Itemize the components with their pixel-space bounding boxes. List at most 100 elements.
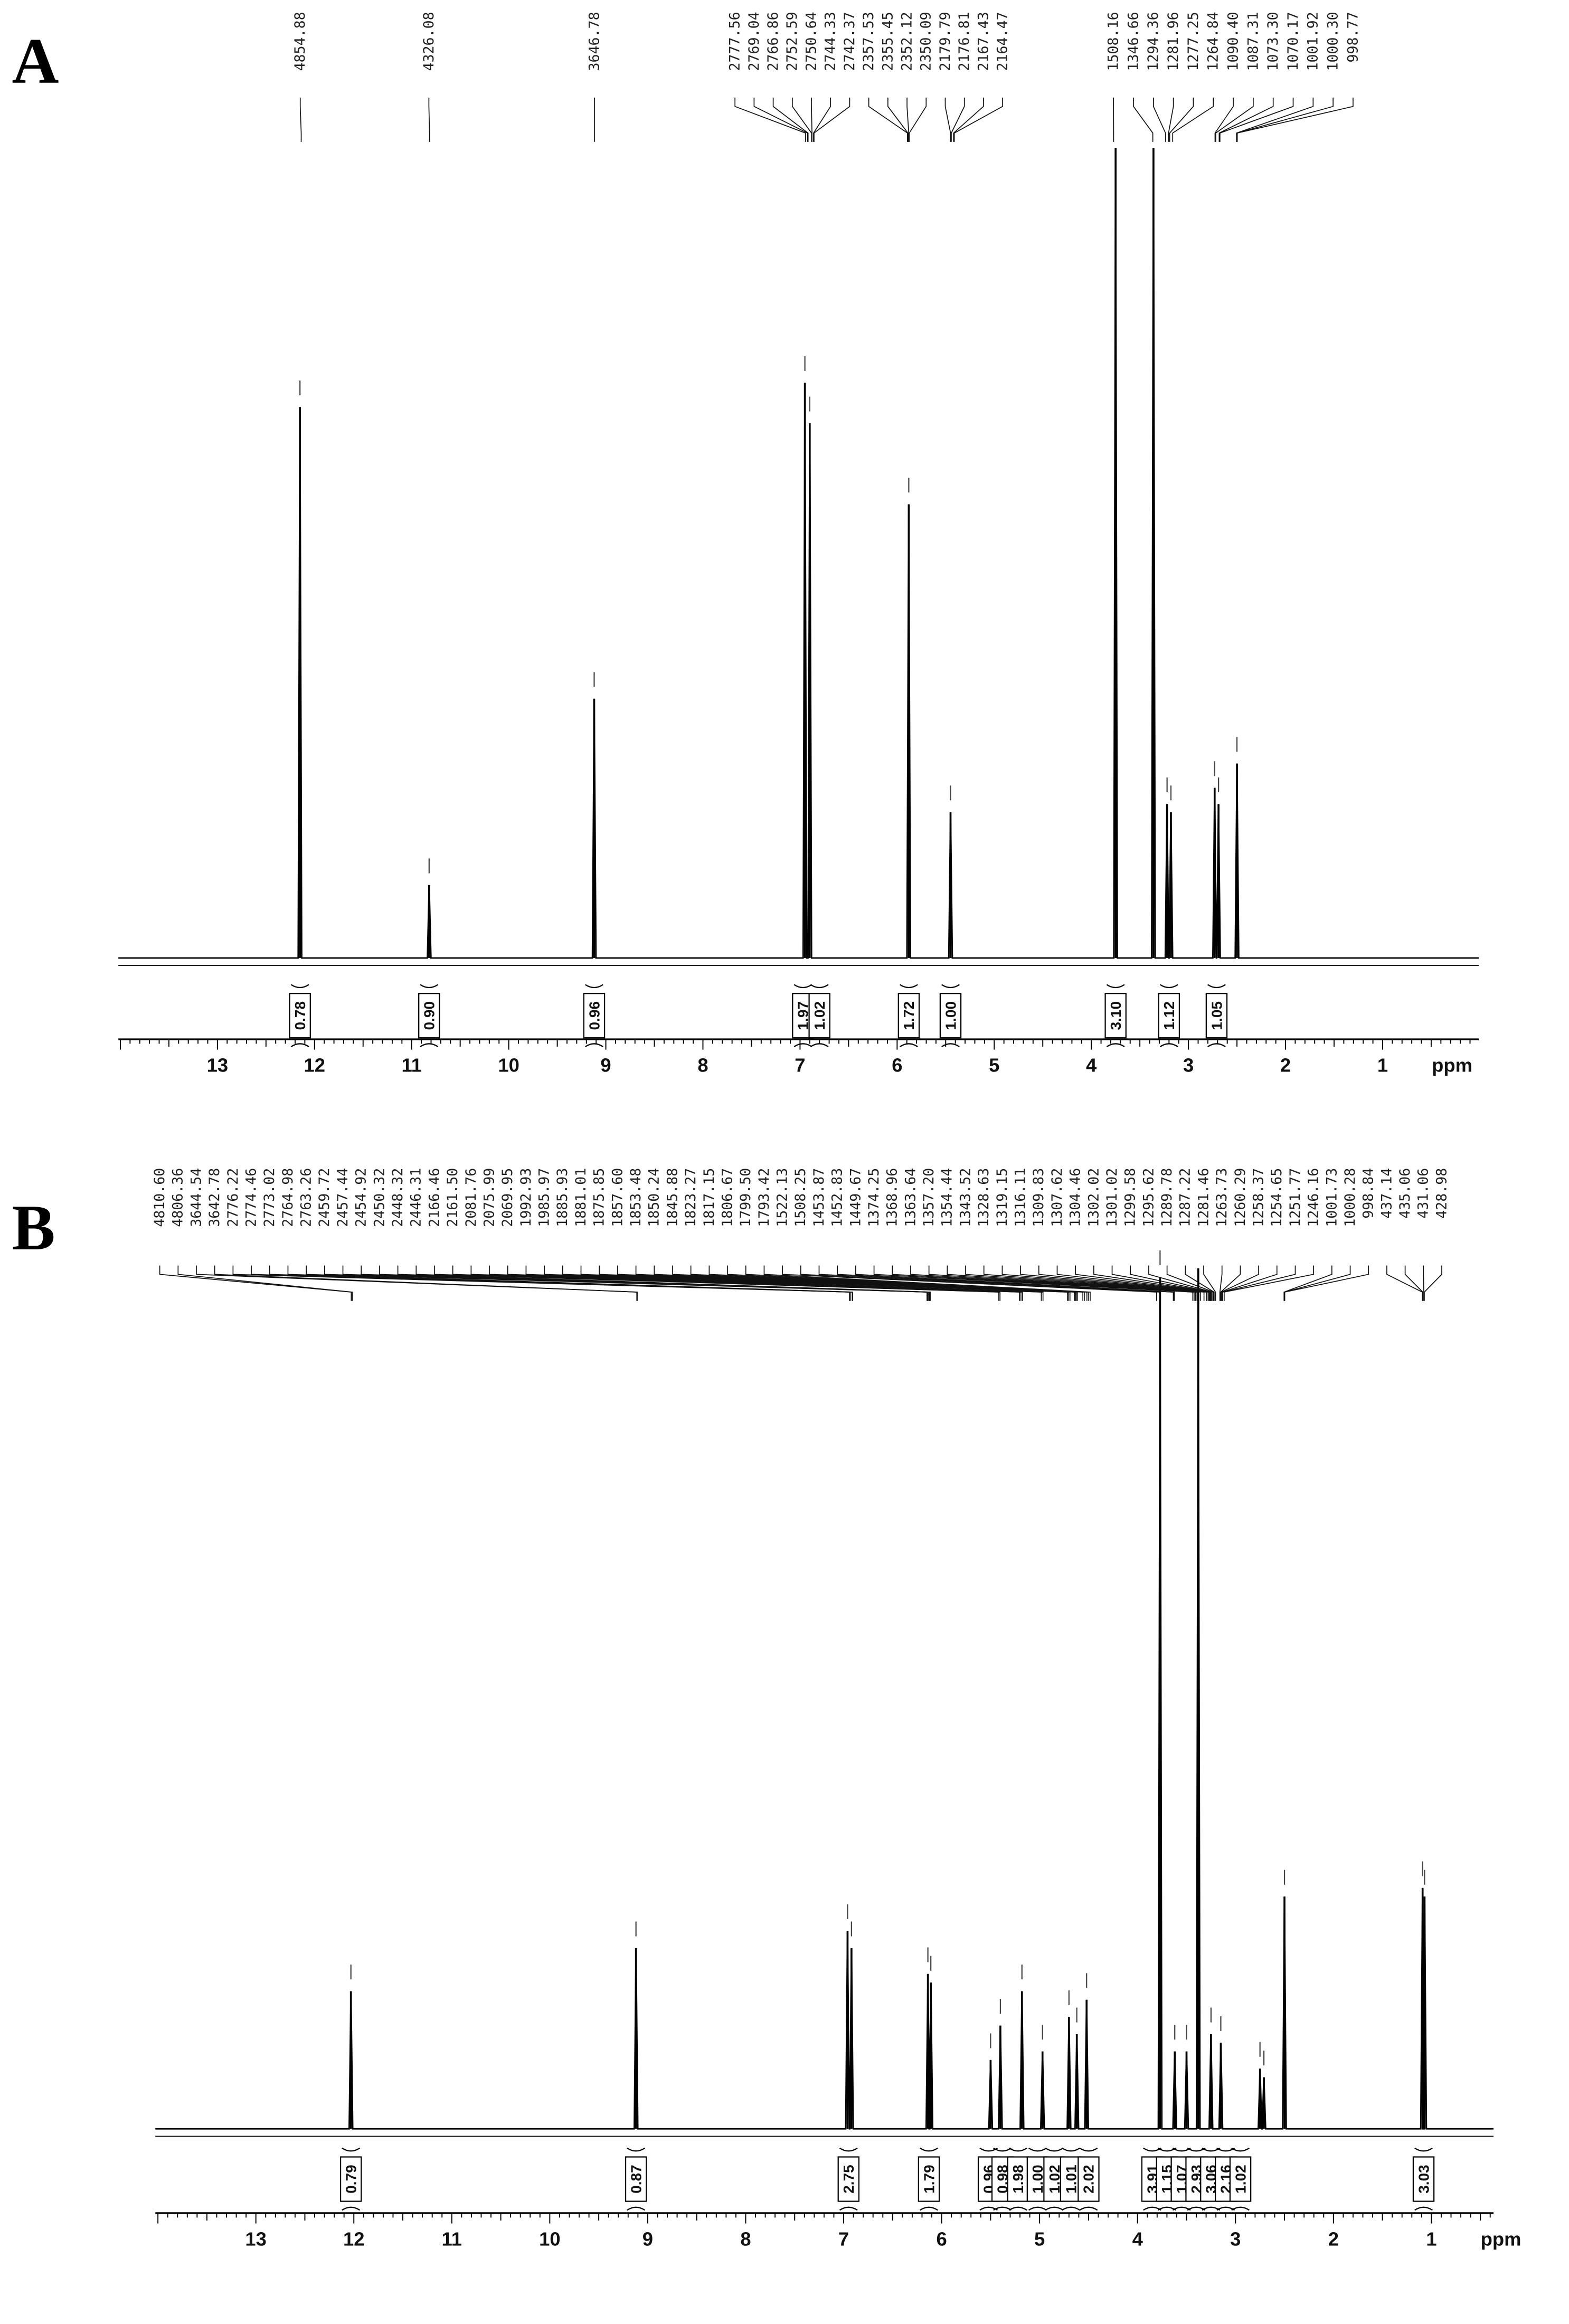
peak-label: 1853.48 [628,1168,644,1227]
integral-bracket [1231,2147,1250,2211]
integral-box [1007,2156,1029,2202]
integral-box [808,993,830,1039]
peak-label: 2164.47 [995,12,1011,71]
x-tick-label: 8 [697,1055,708,1076]
peak-label: 1090.40 [1225,12,1241,71]
x-tick-label: 5 [1034,2228,1045,2250]
peak-label: 435.06 [1397,1168,1413,1219]
x-axis-label: ppm [1481,2228,1521,2250]
peak-label-connector [1221,1265,1259,1301]
integral-value: 1.01 [1063,2165,1079,2194]
x-tick-label: 9 [600,1055,611,1076]
peak-label: 4326.08 [421,12,437,71]
integral-bracket [420,984,439,1047]
peak-label: 1368.96 [884,1168,901,1227]
peak-label-connector [772,97,809,142]
peak-label: 998.77 [1345,12,1361,62]
x-tick-label: 7 [795,1055,805,1076]
peak-label-connector [1168,97,1174,142]
peak-label-connector [1169,97,1194,142]
peak-label-connector [727,1265,1088,1301]
integral-bracket [585,984,603,1047]
peak-label: 1328.63 [976,1168,992,1227]
integral-value: 0.90 [421,1001,438,1030]
peak-label-connector [1219,97,1294,142]
peak-label: 1357.20 [921,1168,937,1227]
integral-box [918,2156,940,2202]
peak-label-connector [544,1265,1044,1301]
x-tick-label: 12 [343,2228,365,2250]
peak-label-connector [1148,1265,1213,1301]
peak-label-connector [1224,1265,1314,1301]
peak-label: 998.84 [1360,1168,1377,1219]
peak-label: 2179.79 [937,12,953,71]
peak-label: 2764.98 [280,1168,296,1227]
peak-label: 1302.02 [1085,1168,1102,1227]
peak-label-connector [1166,1265,1214,1301]
peak-label-connector [415,1265,931,1301]
peak-label-connector [1133,97,1154,142]
peak-label: 2454.92 [353,1168,370,1227]
integral-bracket [1207,984,1226,1047]
integral-value: 3.10 [1108,1001,1124,1030]
integral-box [897,993,920,1039]
peak-label: 431.06 [1415,1168,1432,1219]
peak-label: 1346.66 [1125,12,1141,71]
peak-label: 1001.73 [1324,1168,1340,1227]
x-tick-label: 13 [245,2228,267,2250]
peak-label: 1251.77 [1287,1168,1303,1227]
x-tick-label: 11 [401,1055,422,1076]
integral-bracket [1159,984,1178,1047]
peak-label-connector [672,1265,1078,1301]
peak-label: 2769.04 [746,12,762,71]
peak-label-connector [953,97,1003,142]
peak-label-connector [1220,1265,1241,1301]
peak-label: 1857.60 [609,1168,626,1227]
peak-label: 1246.16 [1306,1168,1322,1227]
peak-label-connector [1284,1265,1369,1301]
peak-label: 1263.73 [1214,1168,1230,1227]
integral-bracket [1008,2147,1027,2211]
peak-label: 1449.67 [847,1168,864,1227]
peak-label-connector [965,1265,1201,1301]
peak-label: 2167.43 [975,12,991,71]
peak-label-connector [837,1265,1174,1301]
peak-label: 2766.86 [765,12,781,71]
integral-box [289,993,311,1039]
peak-label: 4810.60 [152,1168,168,1227]
peak-label: 1343.52 [957,1168,973,1227]
integral-box [418,993,440,1039]
peak-label: 3646.78 [586,12,602,71]
peak-label: 1087.31 [1245,12,1261,71]
peak-label-connector [1404,1265,1423,1301]
peak-label-connector [1423,1265,1424,1301]
peak-label: 1845.88 [664,1168,680,1227]
peak-label: 437.14 [1378,1168,1395,1219]
peak-label: 1316.11 [1013,1168,1029,1227]
peak-label: 1307.62 [1049,1168,1065,1227]
integral-value: 1.02 [1232,2165,1249,2194]
peak-label: 2459.72 [316,1168,333,1227]
peak-label-connector [753,97,808,142]
peak-label: 2081.76 [463,1168,479,1227]
peak-label: 2774.46 [243,1168,259,1227]
peak-label-connector [1185,1265,1215,1301]
peak-label: 1073.30 [1265,12,1281,71]
peak-label: 1294.36 [1145,12,1161,71]
integral-value: 0.96 [586,1001,602,1030]
peak-label: 2750.64 [803,12,819,71]
peak-label: 428.98 [1433,1168,1450,1219]
peak-label-connector [299,97,302,142]
peak-label-connector [159,1265,352,1301]
peak-label: 2352.12 [899,12,915,71]
peak-label: 2176.81 [956,12,972,71]
peak-label: 2448.32 [390,1168,406,1227]
integral-value: 1.02 [1046,2165,1063,2194]
peak-label: 1453.87 [811,1168,827,1227]
peak-label-connector [1236,97,1354,142]
peak-label-connector [892,1265,1195,1301]
peak-label: 1799.50 [738,1168,754,1227]
peak-label: 3642.78 [206,1168,223,1227]
